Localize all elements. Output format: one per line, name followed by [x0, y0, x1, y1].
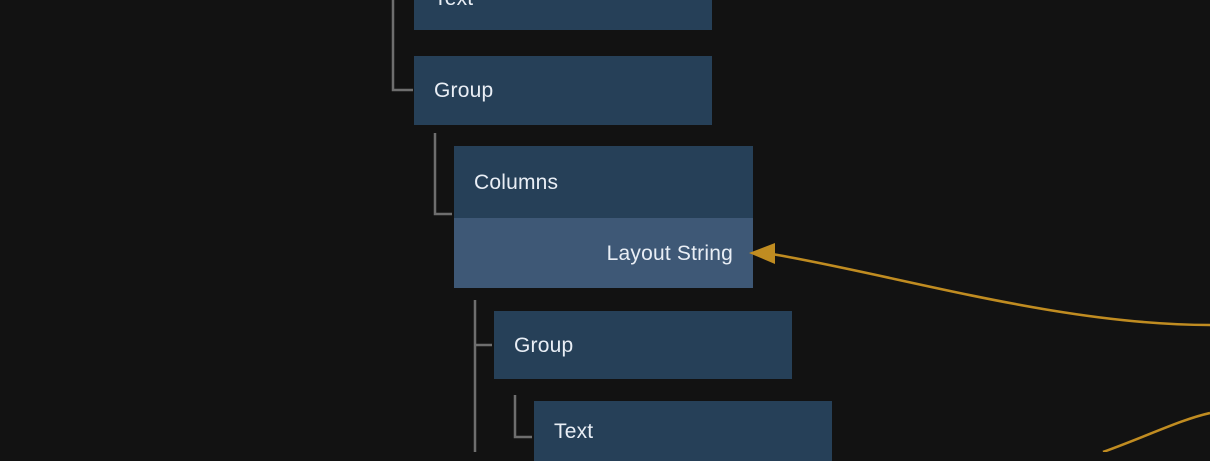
- node-group-2[interactable]: Group: [494, 311, 792, 379]
- arrow-to-layout-string-line: [771, 252, 1210, 327]
- node-layout-string-1[interactable]: Layout String: [454, 218, 753, 288]
- node-text-top[interactable]: Text: [414, 0, 712, 30]
- node-label: Columns: [454, 146, 753, 218]
- node-columns-1[interactable]: Columns: [454, 146, 753, 218]
- connector-group2-to-text: [513, 395, 532, 439]
- node-text-bottom[interactable]: Text: [534, 401, 832, 461]
- node-label: Group: [494, 311, 792, 379]
- connector-group1-to-columns: [433, 133, 452, 216]
- node-label: Group: [414, 56, 712, 125]
- arrow-lower-right-line: [1102, 411, 1210, 452]
- node-label: Layout String: [454, 218, 753, 288]
- node-label: Text: [534, 401, 832, 461]
- connector-text-to-group1: [391, 0, 413, 92]
- node-label: Text: [414, 0, 712, 30]
- node-group-1[interactable]: Group: [414, 56, 712, 125]
